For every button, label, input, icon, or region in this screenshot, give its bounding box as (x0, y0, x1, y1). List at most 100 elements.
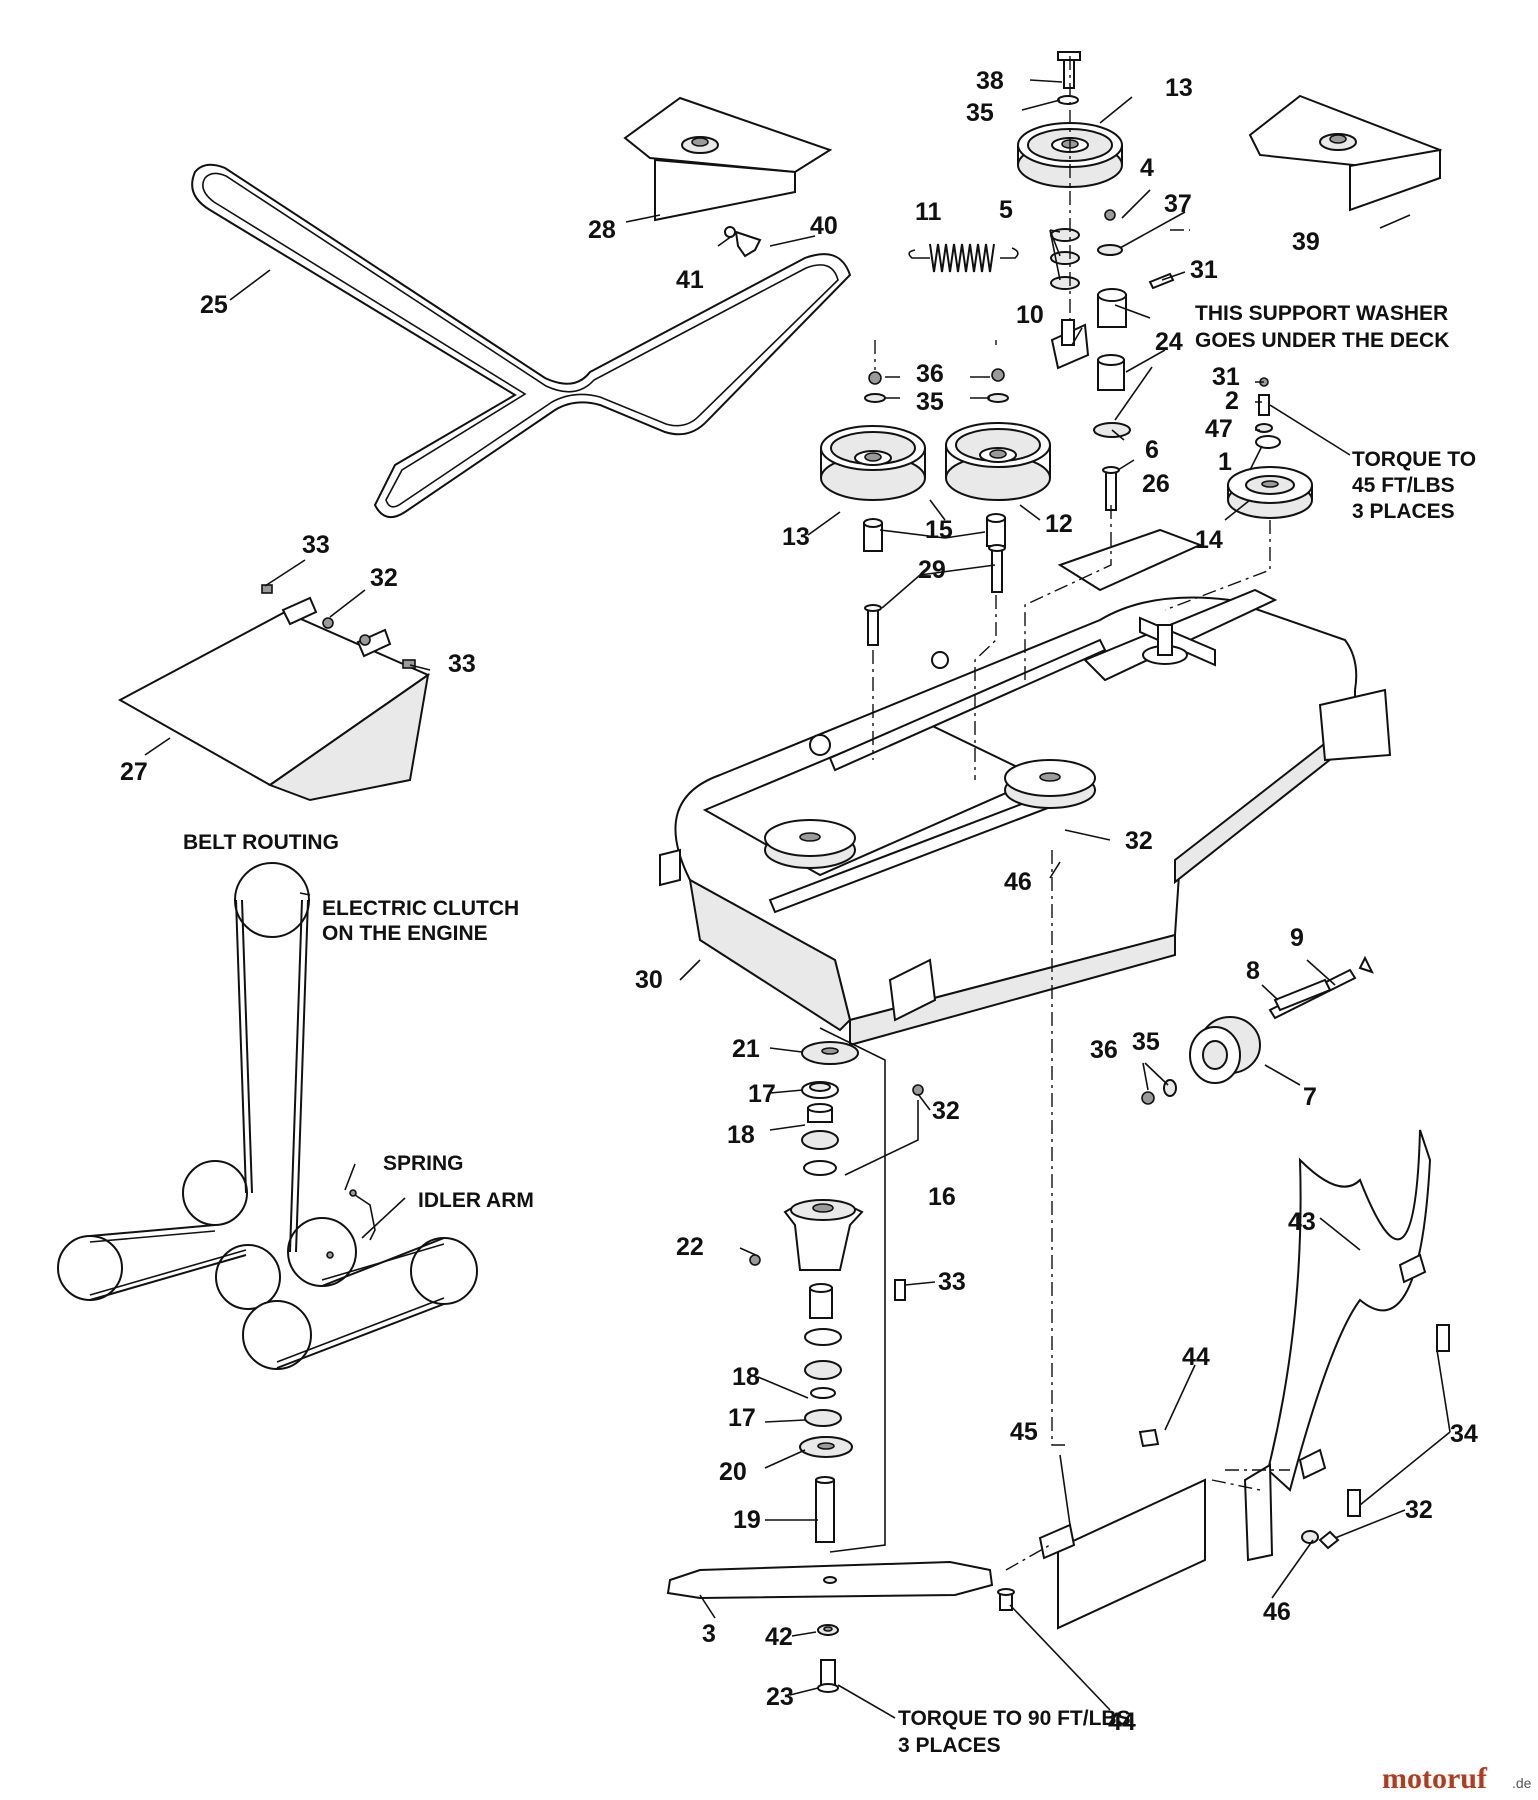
label-23: 23 (766, 1683, 794, 1711)
label-31: 31 (1212, 363, 1240, 391)
label-35: 35 (966, 99, 994, 127)
note-torque-90: 3 PLACES (898, 1734, 1001, 1757)
spindle-stack (666, 1041, 994, 1693)
guard-27 (117, 584, 431, 802)
label-14: 14 (1195, 526, 1223, 554)
belt-25 (191, 163, 852, 519)
watermark: motoruf .de (1382, 1762, 1532, 1795)
label-33: 33 (302, 531, 330, 559)
label-44: 44 (1182, 1343, 1210, 1371)
label-37: 37 (1164, 190, 1192, 218)
label-36: 36 (1090, 1036, 1118, 1064)
pulley-13-mid (820, 425, 926, 501)
cover-39 (1248, 94, 1443, 212)
label-9: 9 (1290, 924, 1304, 952)
label-6: 6 (1145, 436, 1159, 464)
deflector-43 (1243, 1129, 1450, 1562)
watermark-brand: motoruf (1382, 1762, 1488, 1795)
part-labels: 38 35 13 4 37 5 11 28 40 41 39 25 31 10 … (120, 67, 1478, 1736)
knob-40 (724, 226, 762, 258)
label-8: 8 (1246, 957, 1260, 985)
label-10: 10 (1016, 301, 1044, 329)
plate-45 (997, 1428, 1206, 1630)
label-17: 17 (728, 1404, 756, 1432)
note-idler-arm: IDLER ARM (418, 1189, 534, 1212)
nuts-washers-36-35 (864, 368, 1009, 403)
label-35: 35 (1132, 1028, 1160, 1056)
leader-lines (144, 79, 1451, 1719)
label-32: 32 (370, 564, 398, 592)
label-20: 20 (719, 1458, 747, 1486)
label-32: 32 (1405, 1496, 1433, 1524)
label-2: 2 (1225, 387, 1239, 415)
label-1: 1 (1218, 448, 1232, 476)
label-31: 31 (1190, 256, 1218, 284)
label-24: 24 (1155, 328, 1183, 356)
pulley-12 (945, 422, 1051, 501)
label-47: 47 (1205, 415, 1233, 443)
watermark-suffix: .de (1512, 1775, 1532, 1791)
label-12: 12 (1045, 510, 1073, 538)
note-support-washer: GOES UNDER THE DECK (1195, 329, 1449, 352)
belt-routing-title: BELT ROUTING (183, 831, 339, 854)
label-45: 45 (1010, 1418, 1038, 1446)
spacers-15-bolts-29 (863, 513, 1006, 646)
label-15: 15 (925, 516, 953, 544)
note-spring: SPRING (383, 1152, 464, 1175)
notes: THIS SUPPORT WASHER GOES UNDER THE DECK … (183, 302, 1476, 1757)
note-support-washer: THIS SUPPORT WASHER (1195, 302, 1448, 325)
label-27: 27 (120, 758, 148, 786)
label-26: 26 (1142, 470, 1170, 498)
label-22: 22 (676, 1233, 704, 1261)
label-36: 36 (916, 360, 944, 388)
note-torque-45: 3 PLACES (1352, 500, 1455, 523)
label-30: 30 (635, 966, 663, 994)
label-39: 39 (1292, 228, 1320, 256)
label-7: 7 (1303, 1083, 1317, 1111)
label-25: 25 (200, 291, 228, 319)
label-46: 46 (1004, 868, 1032, 896)
center-lines (872, 56, 1290, 1571)
note-electric-clutch: ELECTRIC CLUTCH (322, 897, 519, 920)
label-33: 33 (938, 1268, 966, 1296)
label-44: 44 (1108, 1708, 1136, 1736)
label-13: 13 (1165, 74, 1193, 102)
label-33: 33 (448, 650, 476, 678)
label-46: 46 (1263, 1598, 1291, 1626)
deck-30 (659, 528, 1392, 1047)
label-40: 40 (810, 212, 838, 240)
label-41: 41 (676, 266, 704, 294)
spring-11 (908, 243, 1019, 273)
label-18: 18 (732, 1363, 760, 1391)
washers-5 (1050, 209, 1123, 290)
idler-bracket-10 (1050, 272, 1175, 511)
label-32: 32 (932, 1097, 960, 1125)
label-17: 17 (748, 1080, 776, 1108)
note-electric-clutch: ON THE ENGINE (322, 922, 488, 945)
label-29: 29 (918, 556, 946, 584)
label-35: 35 (916, 388, 944, 416)
drive-line-16 (819, 1027, 919, 1553)
label-5: 5 (999, 196, 1013, 224)
label-21: 21 (732, 1035, 760, 1063)
note-torque-90: TORQUE TO 90 FT/LBS (898, 1707, 1131, 1730)
note-torque-45: TORQUE TO (1352, 448, 1476, 471)
label-42: 42 (765, 1623, 793, 1651)
label-19: 19 (733, 1506, 761, 1534)
label-32: 32 (1125, 827, 1153, 855)
label-18: 18 (727, 1121, 755, 1149)
label-43: 43 (1288, 1208, 1316, 1236)
label-38: 38 (976, 67, 1004, 95)
label-28: 28 (588, 216, 616, 244)
label-4: 4 (1140, 154, 1154, 182)
belt-routing-diagram (57, 862, 478, 1370)
cover-28 (623, 96, 833, 222)
label-34: 34 (1450, 1420, 1478, 1448)
label-16: 16 (928, 1183, 956, 1211)
label-3: 3 (702, 1620, 716, 1648)
pulley-14 (1227, 377, 1313, 519)
label-13: 13 (782, 523, 810, 551)
label-11: 11 (915, 198, 942, 226)
note-torque-45: 45 FT/LBS (1352, 474, 1455, 497)
